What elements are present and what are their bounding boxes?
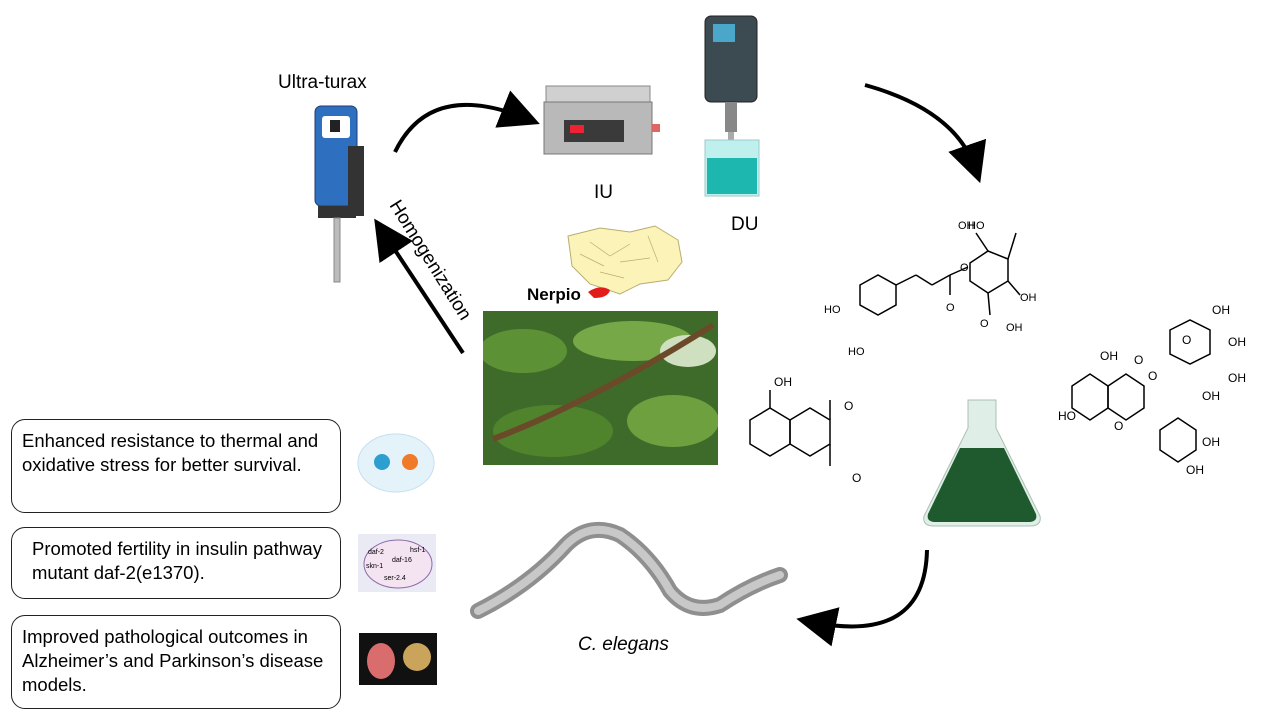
nerpio-label: Nerpio <box>527 285 581 304</box>
ultrasonic-bath-device <box>543 85 660 155</box>
walnut-leaves-photo <box>483 311 718 465</box>
svg-text:HO: HO <box>824 304 841 316</box>
arrow-to-compounds <box>864 83 987 184</box>
svg-text:ser-2.4: ser-2.4 <box>384 575 406 582</box>
svg-text:OH: OH <box>1202 435 1220 449</box>
stress-cell-icon <box>357 433 435 493</box>
svg-text:OH: OH <box>1100 349 1118 363</box>
svg-text:O: O <box>960 262 969 274</box>
svg-text:OH: OH <box>1006 322 1023 334</box>
extract-flask <box>923 399 1041 527</box>
svg-text:O: O <box>1182 333 1191 347</box>
outcome-box-stress: Enhanced resistance to thermal and oxida… <box>11 419 341 513</box>
ultra-turax-label: Ultra-turax <box>278 72 367 93</box>
outcome-text-fertility: Promoted fertility in insulin pathway mu… <box>32 538 322 583</box>
svg-text:O: O <box>852 471 861 485</box>
outcome-text-neuro: Improved pathological outcomes in Alzhei… <box>22 626 324 695</box>
svg-text:O: O <box>1134 353 1143 367</box>
arrow-to-iu <box>393 90 540 153</box>
svg-text:O: O <box>844 399 853 413</box>
insulin-pathway-icon: daf-2 daf-16 skn-1 hsf-1 ser-2.4 <box>358 534 436 592</box>
svg-text:O: O <box>980 318 989 330</box>
svg-text:daf-2: daf-2 <box>368 549 384 556</box>
svg-text:HO: HO <box>848 346 865 358</box>
nerpio-marker <box>588 287 610 298</box>
svg-text:OH: OH <box>1228 335 1246 349</box>
svg-text:HO: HO <box>968 220 985 232</box>
neurodegeneration-icon <box>359 633 437 685</box>
svg-text:OH: OH <box>958 220 975 232</box>
svg-text:OH: OH <box>1212 303 1230 317</box>
ultra-turax-device <box>314 105 364 283</box>
svg-text:OH: OH <box>1020 292 1037 304</box>
svg-text:O: O <box>1148 369 1157 383</box>
c-elegans-label: C. elegans <box>578 634 669 655</box>
svg-text:hsf-1: hsf-1 <box>410 547 426 554</box>
svg-text:OH: OH <box>1228 371 1246 385</box>
quercetin-glucoside-structure: OH O OH OH OH OH O O HO O OH OH <box>1058 303 1246 477</box>
iu-label: IU <box>594 182 613 203</box>
svg-text:O: O <box>1114 419 1123 433</box>
province-map <box>567 225 683 298</box>
outcome-text-stress: Enhanced resistance to thermal and oxida… <box>22 430 319 475</box>
chlorogenic-acid-structure: HO OH O O OH HO HO O OH <box>824 220 1037 358</box>
c-elegans-worm <box>470 521 788 619</box>
svg-text:HO: HO <box>1058 409 1076 423</box>
arrow-to-elegans <box>796 549 929 647</box>
svg-text:OH: OH <box>1202 389 1220 403</box>
sonicator-device <box>704 15 760 197</box>
svg-text:skn-1: skn-1 <box>366 563 383 570</box>
svg-text:OH: OH <box>1186 463 1204 477</box>
svg-text:daf-16: daf-16 <box>392 557 412 564</box>
svg-text:OH: OH <box>774 375 792 389</box>
svg-text:O: O <box>946 302 955 314</box>
outcome-box-neuro: Improved pathological outcomes in Alzhei… <box>11 615 341 709</box>
juglone-structure: OH O O <box>749 375 861 485</box>
du-label: DU <box>731 214 759 235</box>
outcome-box-fertility: Promoted fertility in insulin pathway mu… <box>11 527 341 599</box>
arrow-homogenization <box>374 218 465 355</box>
